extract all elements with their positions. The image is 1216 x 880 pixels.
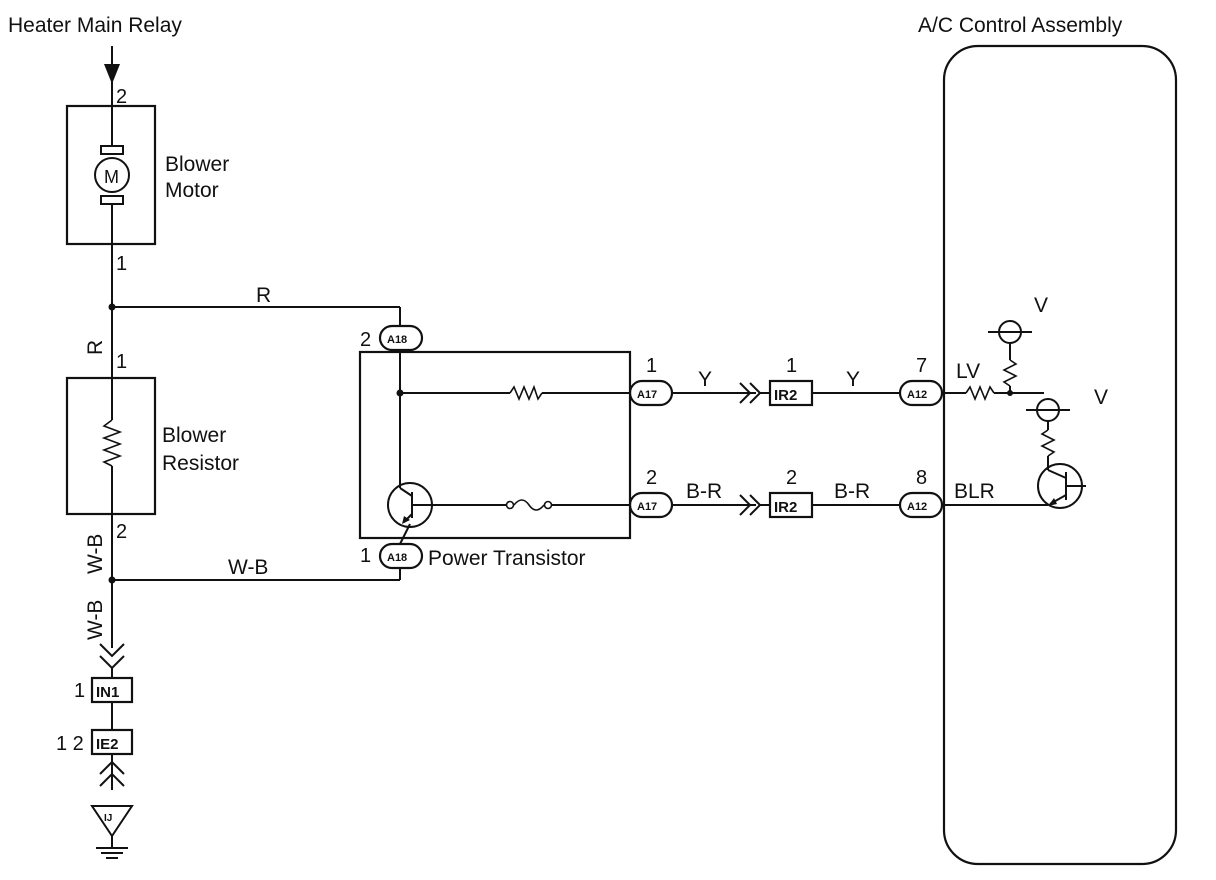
- v-lower-label: V: [1094, 386, 1108, 409]
- ir2-lower-connector: [768, 491, 814, 519]
- ac-control-assembly-box: [942, 44, 1178, 866]
- power-transistor-label: Power Transistor: [428, 547, 586, 570]
- ir2-upper-label: IR2: [774, 387, 797, 404]
- ie2-chevron-icon: [99, 754, 125, 790]
- blr-label: BLR: [954, 480, 995, 503]
- ie2-connector-label: IE2: [96, 736, 119, 753]
- a17-upper-label: A17: [637, 389, 657, 401]
- output-transistor-icon: [1037, 463, 1086, 509]
- ir2-lower-label: IR2: [774, 499, 797, 516]
- a12-lower-label: A12: [907, 501, 927, 513]
- a18-pin-1: 1: [360, 545, 371, 567]
- a17-lower-label: A17: [637, 501, 657, 513]
- v-source-upper-icon: [988, 320, 1032, 344]
- ij-label: IJ: [104, 813, 112, 824]
- r-vertical-label: R: [84, 340, 107, 355]
- resistor-pin-1: 1: [116, 351, 127, 373]
- power-transistor-box: [358, 350, 632, 540]
- wb-wire: [108, 514, 401, 648]
- wb-wire-label: W-B: [228, 556, 268, 579]
- a12-lower-connector: [898, 491, 944, 519]
- lv-circuit: [944, 344, 1044, 402]
- power-transistor-internal-wiring: [396, 350, 630, 545]
- internal-transistor-icon: [387, 482, 433, 528]
- resistor-pin-2: 2: [116, 521, 127, 543]
- a12-upper-connector: [898, 379, 944, 407]
- ir2-pin-1: 1: [786, 355, 797, 377]
- ir2-upper-connector: [768, 379, 814, 407]
- motor-pin-1: 1: [116, 253, 127, 275]
- a12-upper-label: A12: [907, 389, 927, 401]
- a17-pin-2: 2: [646, 467, 657, 489]
- ie2-pin: 1 2: [56, 733, 84, 755]
- v-upper-label: V: [1034, 294, 1048, 317]
- br-wire-label-right: B-R: [834, 480, 870, 503]
- lv-label: LV: [956, 360, 980, 383]
- relay-feed-wire: [104, 46, 120, 106]
- a18-top-label: A18: [387, 334, 407, 346]
- internal-resistor-icon: [509, 384, 543, 402]
- ir2-pin-2: 2: [786, 467, 797, 489]
- a18-pin-2: 2: [360, 329, 371, 351]
- wb-vertical-label-lower: W-B: [84, 600, 107, 640]
- ground-icon: [90, 805, 134, 859]
- r-wire: [108, 244, 401, 378]
- internal-fuse-icon: [505, 499, 553, 511]
- a12-pin-7: 7: [916, 355, 927, 377]
- blower-resistor-label-2: Resistor: [162, 452, 239, 475]
- in1-pin: 1: [74, 680, 85, 702]
- a12-pin-8: 8: [916, 467, 927, 489]
- blower-motor-label-1: Blower: [165, 153, 229, 176]
- motor-pin-2: 2: [116, 86, 127, 108]
- br-wire: [672, 494, 900, 516]
- r-wire-label: R: [256, 284, 271, 307]
- blower-resistor-label-1: Blower: [162, 424, 226, 447]
- ac-control-assembly-label: A/C Control Assembly: [918, 14, 1123, 37]
- wb-vertical-label-upper: W-B: [84, 534, 107, 574]
- y-wire-label-left: Y: [698, 368, 712, 391]
- br-wire-label-left: B-R: [686, 480, 722, 503]
- y-wire-label-right: Y: [846, 368, 860, 391]
- in1-chevron-icon: [99, 643, 125, 678]
- a18-bottom-label: A18: [387, 552, 407, 564]
- motor-symbol-letter: M: [104, 167, 119, 187]
- motor-icon: [94, 106, 130, 244]
- a17-pin-1: 1: [646, 355, 657, 377]
- blower-motor-label-2: Motor: [165, 179, 219, 202]
- y-wire: [672, 382, 900, 404]
- in1-connector-label: IN1: [96, 684, 119, 701]
- resistor-icon: [101, 378, 123, 514]
- v-source-lower-icon: [1026, 398, 1070, 422]
- heater-main-relay-label: Heater Main Relay: [8, 14, 182, 37]
